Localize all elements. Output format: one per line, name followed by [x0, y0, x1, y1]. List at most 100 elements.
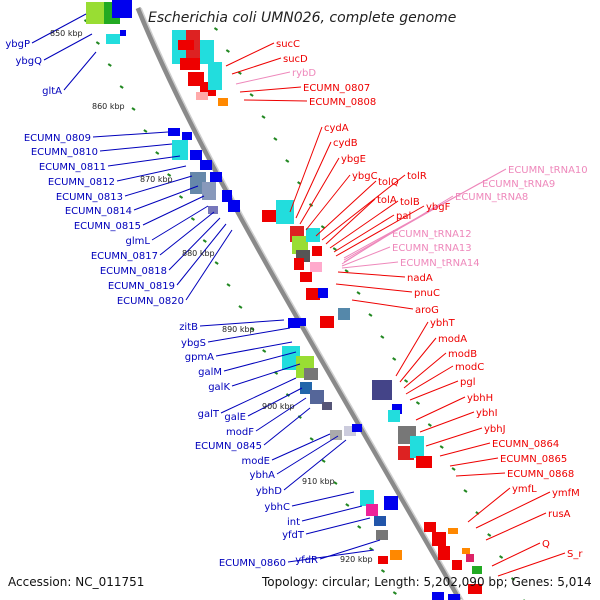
gene-label-tola[interactable]: tolA: [377, 195, 397, 206]
gene-label-ybhh[interactable]: ybhH: [467, 393, 493, 404]
kbp-label: 900 kbp: [262, 402, 295, 411]
gene-label-rusa[interactable]: rusA: [548, 509, 571, 520]
gene-label-ecumn_0864[interactable]: ECUMN_0864: [492, 439, 559, 450]
gene-label-modc[interactable]: modC: [455, 362, 484, 373]
gene-feature: [392, 404, 402, 414]
gene-feature: [378, 556, 388, 564]
gene-label-ecumn_trna8[interactable]: ECUMN_tRNA8: [455, 192, 528, 203]
label-leader: [295, 141, 332, 219]
gene-label-ecumn_0820[interactable]: ECUMN_0820: [117, 296, 184, 307]
gene-label-ecumn_0808[interactable]: ECUMN_0808: [309, 97, 376, 108]
gene-label-modf[interactable]: modF: [226, 427, 254, 438]
gene-label-ecumn_0860[interactable]: ECUMN_0860: [219, 558, 286, 569]
label-leader: [425, 427, 483, 447]
gene-feature: [318, 288, 328, 298]
gene-label-tolr[interactable]: tolR: [407, 171, 427, 182]
gene-label-int[interactable]: int: [287, 517, 300, 528]
gene-label-glta[interactable]: gltA: [42, 86, 62, 97]
gene-label-ecumn_0814[interactable]: ECUMN_0814: [65, 206, 132, 217]
gene-label-ecumn_0865[interactable]: ECUMN_0865: [500, 454, 567, 465]
gene-label-ecumn_trna9[interactable]: ECUMN_tRNA9: [482, 179, 555, 190]
gene-label-ymfm[interactable]: ymfM: [552, 488, 580, 499]
gene-label-ybgc[interactable]: ybgC: [352, 171, 378, 182]
gene-label-arog[interactable]: aroG: [415, 305, 439, 316]
kbp-tick: [451, 467, 456, 471]
gene-label-pgl[interactable]: pgl: [460, 377, 475, 388]
gene-label-ybht[interactable]: ybhT: [430, 318, 456, 329]
gene-label-ecumn_0812[interactable]: ECUMN_0812: [48, 177, 115, 188]
gene-label-succ[interactable]: sucC: [276, 39, 300, 50]
gene-features: [86, 0, 482, 600]
gene-label-ybgp[interactable]: ybgP: [5, 39, 30, 50]
gene-label-yfdt[interactable]: yfdT: [282, 530, 305, 541]
gene-label-moda[interactable]: modA: [438, 334, 467, 345]
gene-label-ecumn_0868[interactable]: ECUMN_0868: [507, 469, 574, 480]
gene-label-ecumn_0818[interactable]: ECUMN_0818: [100, 266, 167, 277]
gene-label-pnuc[interactable]: pnuC: [414, 288, 440, 299]
kbp-tick: [439, 445, 444, 449]
gene-label-ecumn_0817[interactable]: ECUMN_0817: [91, 251, 158, 262]
gene-label-pal[interactable]: pal: [396, 211, 411, 222]
gene-feature: [472, 566, 482, 574]
kbp-tick: [380, 335, 385, 339]
kbp-label: 870 kbp: [140, 175, 173, 184]
gene-label-ybgq[interactable]: ybgQ: [16, 56, 43, 67]
kbp-tick: [510, 577, 516, 581]
gene-label-gpma[interactable]: gpmA: [185, 352, 214, 363]
gene-label-zitb[interactable]: zitB: [179, 322, 198, 333]
kbp-label: 860 kbp: [92, 102, 125, 111]
gene-feature: [300, 272, 312, 282]
gene-label-q[interactable]: Q: [542, 539, 550, 550]
gene-label-ecumn_0819[interactable]: ECUMN_0819: [108, 281, 175, 292]
kbp-tick: [499, 555, 504, 559]
kbp-tick: [107, 63, 112, 67]
gene-label-ybhc[interactable]: ybhC: [264, 502, 290, 513]
gene-label-rybd[interactable]: rybD: [292, 68, 316, 79]
gene-label-modb[interactable]: modB: [448, 349, 477, 360]
gene-label-s_r[interactable]: S_r: [567, 549, 583, 560]
gene-feature: [294, 258, 304, 270]
gene-label-ybhj[interactable]: ybhJ: [484, 424, 506, 435]
gene-feature: [384, 496, 398, 510]
gene-label-tolq[interactable]: tolQ: [378, 177, 399, 188]
gene-label-galm[interactable]: galM: [198, 367, 222, 378]
gene-label-ybhi[interactable]: ybhI: [476, 408, 498, 419]
gene-label-ecumn_0807[interactable]: ECUMN_0807: [303, 83, 370, 94]
gene-label-ecumn_trna12[interactable]: ECUMN_tRNA12: [392, 229, 472, 240]
gene-label-ybge[interactable]: ybgE: [341, 154, 366, 165]
kbp-label: 910 kbp: [302, 477, 335, 486]
gene-label-ybhd[interactable]: ybhD: [256, 486, 283, 497]
gene-label-ecumn_0813[interactable]: ECUMN_0813: [56, 192, 123, 203]
gene-label-galt[interactable]: galT: [198, 409, 220, 420]
gene-label-ecumn_0845[interactable]: ECUMN_0845: [195, 441, 262, 452]
gene-feature: [190, 150, 202, 160]
gene-feature: [468, 584, 482, 594]
gene-label-ecumn_trna13[interactable]: ECUMN_tRNA13: [392, 243, 472, 254]
gene-label-ymfl[interactable]: ymfL: [512, 484, 537, 495]
gene-feature: [390, 550, 402, 560]
gene-label-ecumn_trna14[interactable]: ECUMN_tRNA14: [400, 258, 480, 269]
label-leader: [151, 205, 209, 241]
gene-label-ecumn_0815[interactable]: ECUMN_0815: [74, 221, 141, 232]
gene-label-ecumn_0811[interactable]: ECUMN_0811: [39, 162, 106, 173]
gene-label-ecumn_trna10[interactable]: ECUMN_tRNA10: [508, 165, 588, 176]
gene-label-cydb[interactable]: cydB: [333, 138, 358, 149]
gene-feature: [172, 140, 188, 160]
gene-label-mode[interactable]: modE: [241, 456, 270, 467]
gene-label-yfdr[interactable]: yfdR: [295, 555, 318, 566]
gene-label-gale[interactable]: galE: [224, 412, 246, 423]
label-leader: [395, 321, 429, 377]
gene-label-tolb[interactable]: tolB: [400, 197, 420, 208]
gene-label-galk[interactable]: galK: [208, 382, 230, 393]
gene-label-glml[interactable]: glmL: [126, 236, 151, 247]
gene-label-sucd[interactable]: sucD: [283, 54, 308, 65]
gene-label-nada[interactable]: nadA: [407, 273, 433, 284]
gene-label-cyda[interactable]: cydA: [324, 123, 349, 134]
gene-label-ecumn_0809[interactable]: ECUMN_0809: [24, 133, 91, 144]
kbp-tick: [250, 327, 255, 331]
gene-label-ybgs[interactable]: ybgS: [181, 338, 206, 349]
gene-label-ybgf[interactable]: ybgF: [426, 202, 451, 213]
gene-label-ecumn_0810[interactable]: ECUMN_0810: [31, 147, 98, 158]
gene-label-ybha[interactable]: ybhA: [250, 470, 276, 481]
